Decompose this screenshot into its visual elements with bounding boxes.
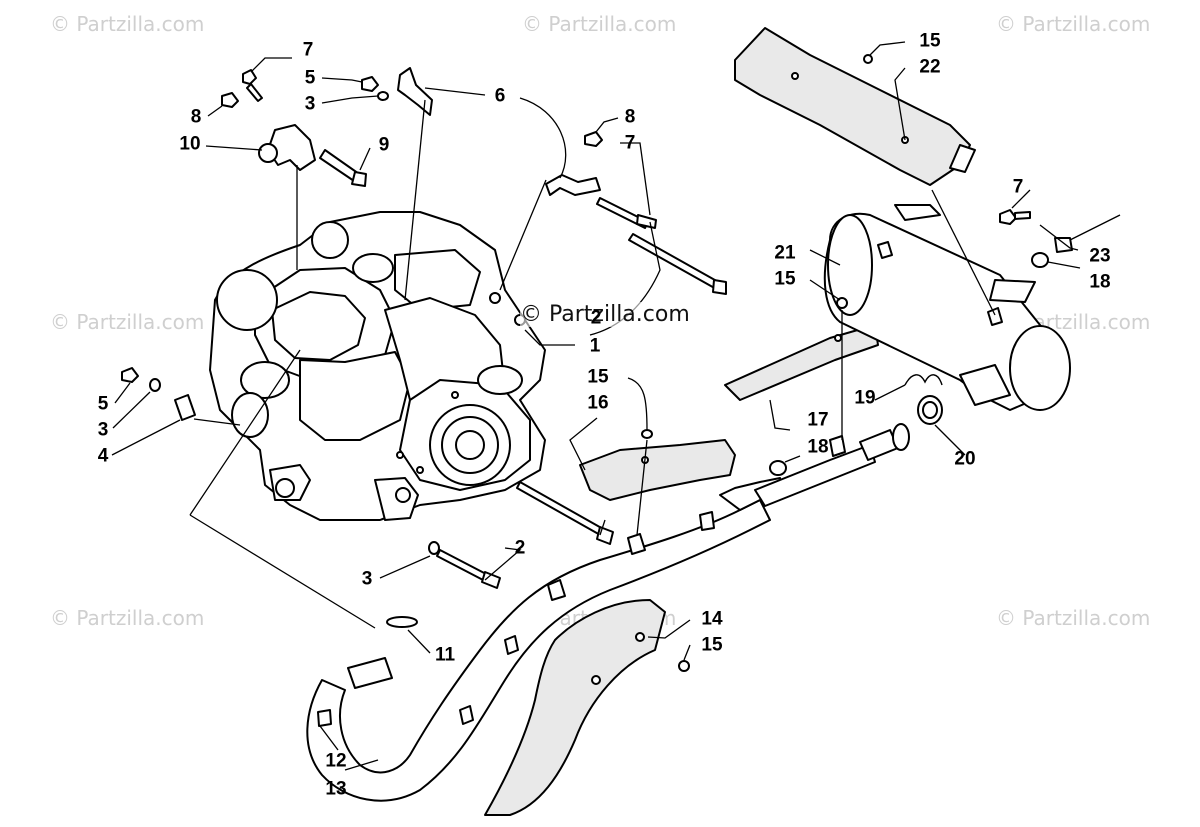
callout-12[interactable]: 12 [325,750,347,772]
engine-assembly[interactable] [209,211,546,521]
callout-18-center[interactable]: 18 [807,436,829,458]
heat-shield-lower[interactable] [484,599,666,816]
callout-2-lower[interactable]: 2 [514,537,526,559]
callout-11[interactable]: 11 [434,644,456,666]
watermark-mid-left: © Partzilla.com [50,310,205,334]
callout-4[interactable]: 4 [97,445,109,467]
mount-bracket-right[interactable] [545,131,727,295]
callout-6[interactable]: 6 [494,85,506,107]
callout-5-left[interactable]: 5 [97,393,109,415]
callout-3-left[interactable]: 3 [97,419,109,441]
callout-20[interactable]: 20 [954,448,976,470]
exhaust-pipe[interactable] [306,423,910,802]
callout-21[interactable]: 21 [774,242,796,264]
left-mount-hardware[interactable] [121,367,196,421]
callout-17[interactable]: 17 [807,409,829,431]
callout-14[interactable]: 14 [701,608,723,630]
watermark-top-left: © Partzilla.com [50,12,205,36]
spring-and-gasket[interactable] [904,374,943,425]
callout-2-upper[interactable]: 2 [590,307,602,329]
muffler-mount-hardware[interactable] [999,209,1073,268]
heat-shield-front[interactable] [579,439,736,501]
watermark-bottom-left: © Partzilla.com [50,606,205,630]
callout-10[interactable]: 10 [179,133,201,155]
grommet-and-bolt[interactable] [641,54,873,672]
callout-22[interactable]: 22 [919,56,941,78]
callout-15-top-right[interactable]: 15 [919,30,941,52]
watermark-bottom-right: © Partzilla.com [996,606,1151,630]
watermark-top-center: © Partzilla.com [522,12,677,36]
callout-15-bottom[interactable]: 15 [701,634,723,656]
watermark-top-right: © Partzilla.com [996,12,1151,36]
callout-16[interactable]: 16 [587,392,609,414]
callout-13[interactable]: 13 [325,778,347,800]
callout-15-center[interactable]: 15 [587,366,609,388]
callout-1[interactable]: 1 [589,335,601,357]
callout-5-top[interactable]: 5 [304,67,316,89]
callout-23[interactable]: 23 [1089,245,1111,267]
heat-shield-muffler[interactable] [724,324,879,401]
callout-3-top[interactable]: 3 [304,93,316,115]
callout-7-top-left[interactable]: 7 [302,39,314,61]
callout-7-center[interactable]: 7 [624,132,636,154]
callout-19[interactable]: 19 [854,387,876,409]
heat-shield-top[interactable] [734,27,976,186]
callout-3-bottom[interactable]: 3 [361,568,373,590]
callout-18-right[interactable]: 18 [1089,271,1111,293]
callout-7-right[interactable]: 7 [1012,176,1024,198]
watermark-center: © Partzilla.com [520,302,690,327]
callout-9[interactable]: 9 [378,134,390,156]
callout-8-left[interactable]: 8 [190,106,202,128]
lower-mount-bolt[interactable] [428,481,614,589]
engine-mount-bracket[interactable] [221,67,433,187]
callout-8-center[interactable]: 8 [624,106,636,128]
muffler[interactable] [823,204,1121,411]
callout-15-muffler[interactable]: 15 [774,268,796,290]
